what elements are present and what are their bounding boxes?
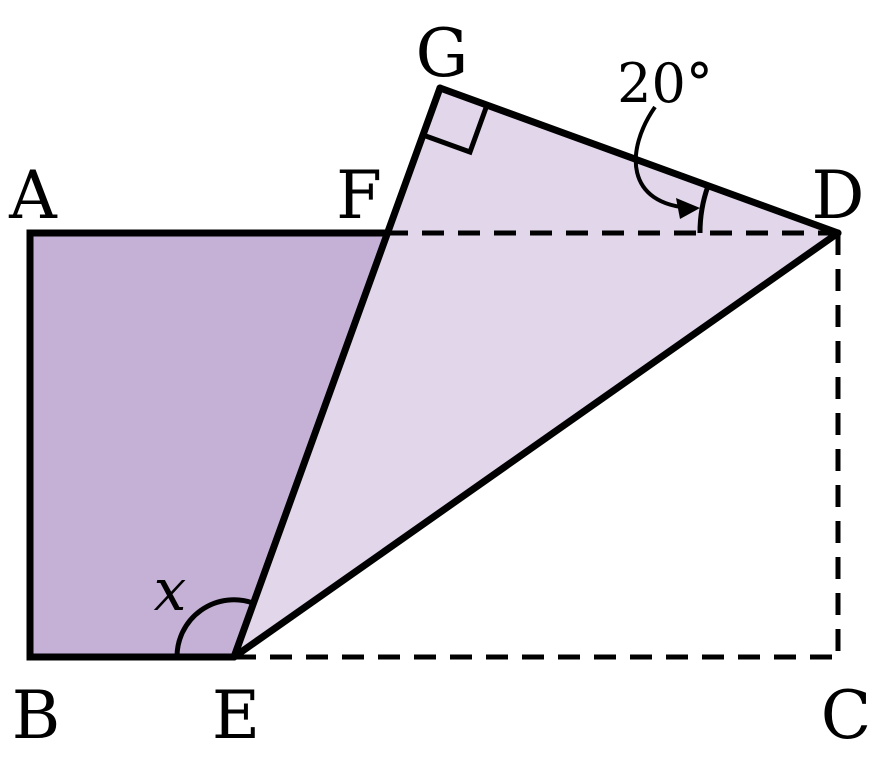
- edge-f-a-b-e: [26, 229, 390, 661]
- label-point-c: C: [821, 677, 872, 754]
- angle-arc-e: [174, 597, 254, 658]
- dashed-rectangle-edges: [234, 230, 841, 660]
- folded-triangle-edg: [234, 88, 838, 657]
- edge-gd: [436, 84, 842, 237]
- angle-arc-d: [697, 185, 711, 234]
- label-point-f: F: [336, 157, 382, 234]
- label-point-g: G: [416, 15, 469, 92]
- label-point-d: D: [812, 157, 865, 234]
- label-point-a: A: [8, 157, 58, 234]
- label-point-b: B: [12, 677, 61, 754]
- label-angle-20: 20°: [617, 52, 713, 115]
- shaded-quadrilateral-abef: [30, 233, 386, 657]
- right-angle-marker-g: [422, 104, 490, 156]
- solid-edges: [26, 84, 842, 661]
- edge-eg: [230, 84, 444, 661]
- label-point-e: E: [212, 677, 260, 754]
- label-angle-x: x: [154, 556, 187, 624]
- edge-ed: [230, 229, 842, 661]
- angle-pointer-arrow: [633, 105, 693, 210]
- angle-pointer-arrowhead: [676, 198, 700, 219]
